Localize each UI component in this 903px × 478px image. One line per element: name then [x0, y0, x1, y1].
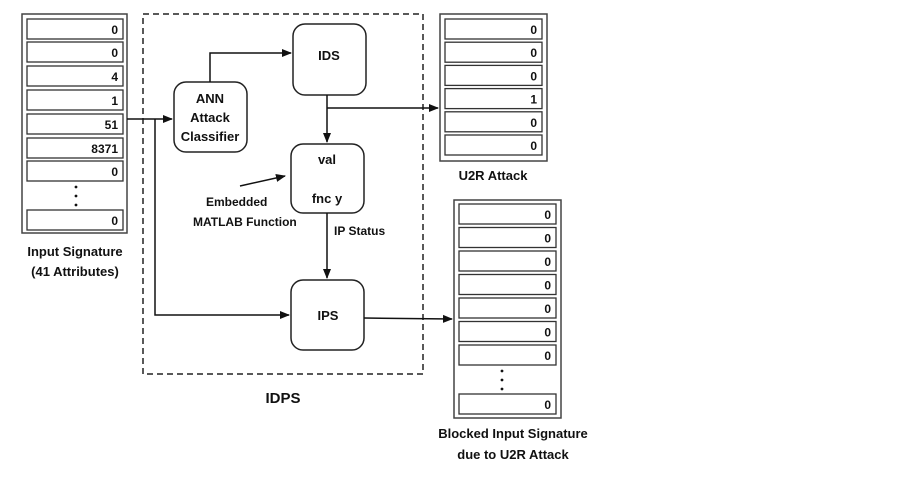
input-ellipsis-dot — [74, 194, 78, 198]
svg-text:val: val — [318, 152, 336, 167]
blocked-attribute-cell-value: 0 — [544, 279, 551, 293]
blocked-attribute-cell-value: 0 — [544, 255, 551, 269]
blocked-attribute-cell-value: 0 — [544, 232, 551, 246]
input-ellipsis-dot — [74, 203, 78, 207]
svg-text:fnc y: fnc y — [312, 191, 343, 206]
svg-text:IDS: IDS — [318, 48, 340, 63]
input-attribute-cell-value: 0 — [111, 165, 118, 179]
matlab-function-block: val fnc y — [290, 143, 365, 214]
input-signature-caption: Input Signature — [27, 244, 122, 259]
input-attribute-cell-last-value: 0 — [111, 214, 118, 228]
input-signature-panel: 0 0 4 1 51 8371 0 0 Input Signature (41 Attribu… — [21, 13, 128, 279]
blocked-ellipsis-dot — [500, 369, 504, 373]
blocked-attribute-cell-last-box — [458, 393, 557, 415]
embedded-function-pointer-arrow — [239, 174, 286, 187]
blocked-attribute-cell-box — [458, 250, 557, 272]
u2r-attack-cell-box — [444, 111, 543, 133]
u2r-attack-cell-value: 0 — [530, 116, 537, 130]
input-attribute-cell-box — [26, 18, 124, 40]
blocked-attribute-cell-box — [458, 273, 557, 296]
idps-boundary — [142, 13, 424, 375]
u2r-attack-caption: U2R Attack — [459, 168, 529, 183]
matlab-function-label: MATLAB Function — [193, 215, 297, 229]
u2r-attack-cell-box — [444, 18, 543, 40]
svg-text:Attack: Attack — [190, 110, 231, 125]
blocked-attribute-cell-box — [458, 297, 557, 319]
u2r-attack-cell-box — [444, 87, 543, 110]
ips-to-blocked-arrow — [363, 314, 453, 323]
u2r-attack-panel: 0 0 0 1 0 0 U2R Attack — [439, 13, 548, 183]
input-to-ips-arrow — [154, 119, 290, 319]
blocked-attribute-cell-box — [458, 226, 557, 249]
u2r-attack-cell-value: 1 — [530, 93, 537, 107]
input-attribute-cell-value: 0 — [111, 46, 118, 60]
input-ellipsis-dot — [74, 185, 78, 189]
u2r-attack-cell-value: 0 — [530, 46, 537, 60]
ip-status-label: IP Status — [334, 224, 385, 238]
input-attribute-cell-box — [26, 137, 124, 159]
blocked-attribute-cell-box — [458, 203, 557, 225]
input-attribute-cell-box — [26, 160, 124, 182]
blocked-ellipsis-dot — [500, 378, 504, 382]
idps-label: IDPS — [265, 390, 300, 407]
blocked-reason-caption: due to U2R Attack — [457, 447, 569, 462]
svg-text:Classifier: Classifier — [181, 129, 240, 144]
u2r-attack-cell-value: 0 — [530, 139, 537, 153]
blocked-attribute-cell-value: 0 — [544, 326, 551, 340]
blocked-attribute-cell-value: 0 — [544, 208, 551, 222]
input-attribute-cell-box — [26, 65, 124, 87]
blocked-attribute-cell-value: 0 — [544, 349, 551, 363]
input-attribute-cell-last-box — [26, 209, 124, 231]
u2r-attack-cell-value: 0 — [530, 23, 537, 37]
embedded-label: Embedded — [206, 195, 267, 209]
ids-block: IDS — [292, 23, 367, 96]
ann-attack-classifier-block: ANN Attack Classifier — [173, 81, 248, 153]
blocked-signature-caption: Blocked Input Signature — [438, 426, 588, 441]
u2r-attack-cell-box — [444, 64, 543, 87]
svg-text:ANN: ANN — [196, 91, 224, 106]
u2r-attack-cell-box — [444, 41, 543, 63]
input-attribute-cell-value: 51 — [105, 118, 119, 132]
input-attribute-cell-value: 1 — [111, 94, 118, 108]
input-attribute-cell-value: 4 — [111, 70, 118, 84]
svg-text:IPS: IPS — [318, 308, 339, 323]
u2r-attack-cell-box — [444, 134, 543, 156]
blocked-signature-panel: 0 0 0 0 0 0 0 0 Blocked Input Signature due to … — [438, 199, 588, 462]
blocked-ellipsis-dot — [500, 387, 504, 391]
input-attribute-cell-box — [26, 41, 124, 63]
input-attribute-cell-value: 0 — [111, 23, 118, 37]
blocked-attribute-cell-value: 0 — [544, 302, 551, 316]
blocked-attribute-cell-box — [458, 320, 557, 343]
ips-block: IPS — [290, 279, 365, 351]
input-attribute-cell-box — [26, 89, 124, 111]
input-attribute-cell-value: 8371 — [91, 142, 118, 156]
u2r-attack-cell-value: 0 — [530, 69, 537, 83]
blocked-attribute-cell-last-value: 0 — [544, 398, 551, 412]
input-attributes-caption: (41 Attributes) — [31, 264, 119, 279]
ann-to-ids-arrow — [209, 49, 292, 82]
blocked-attribute-cell-box — [458, 344, 557, 366]
input-attribute-cell-box — [26, 113, 124, 135]
